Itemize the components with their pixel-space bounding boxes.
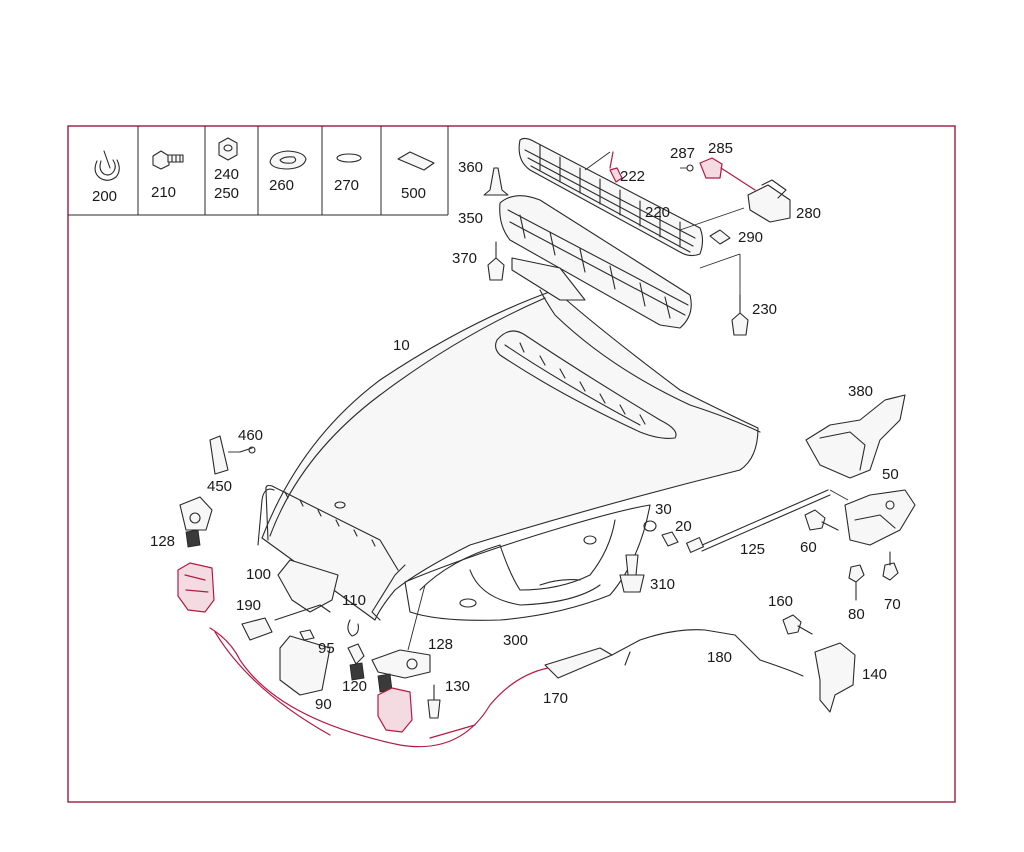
cable-180 xyxy=(611,629,804,677)
part-label: 450 xyxy=(207,478,232,495)
part-label: 310 xyxy=(650,576,675,593)
part-label: 30 xyxy=(655,501,672,518)
part-label: 460 xyxy=(238,427,263,444)
cowl-panel xyxy=(499,195,692,329)
leader-lines xyxy=(228,451,849,651)
pin-360 xyxy=(483,167,509,196)
latch-red-right xyxy=(377,687,413,733)
legend-label: 200 xyxy=(92,188,117,205)
part-label: 222 xyxy=(620,168,645,185)
hinge-280 xyxy=(747,184,791,223)
latch-red-left xyxy=(177,562,215,613)
part-label: 10 xyxy=(393,337,410,354)
part-label: 370 xyxy=(452,250,477,267)
legend-label: 210 xyxy=(151,184,176,201)
part-label: 120 xyxy=(342,678,367,695)
seal-clip xyxy=(609,167,623,183)
part-label: 380 xyxy=(848,383,873,400)
pad-icon xyxy=(397,151,435,171)
part-label: 50 xyxy=(882,466,899,483)
hinge-128-right xyxy=(371,649,431,679)
part-label: 100 xyxy=(246,566,271,583)
part-label: 190 xyxy=(236,597,261,614)
part-label: 60 xyxy=(800,539,817,556)
washer-icon xyxy=(336,153,362,163)
part-label: 95 xyxy=(318,640,335,657)
cable-housing xyxy=(544,647,613,679)
part-label: 70 xyxy=(884,596,901,613)
diagram-frame xyxy=(67,125,956,803)
hood-drawing xyxy=(177,137,916,748)
legend-label: 250 xyxy=(214,185,239,202)
part-label: 160 xyxy=(768,593,793,610)
part-label: 230 xyxy=(752,301,777,318)
hood-panel xyxy=(261,289,759,621)
part-label: 125 xyxy=(740,541,765,558)
hood-underside xyxy=(404,504,651,621)
part-label: 300 xyxy=(503,632,528,649)
bracket-285 xyxy=(699,157,723,179)
part-label: 90 xyxy=(315,696,332,713)
part-label: 130 xyxy=(445,678,470,695)
part-label: 290 xyxy=(738,229,763,246)
clip-icon xyxy=(94,150,120,181)
grommet-icon xyxy=(269,150,307,170)
gas-strut xyxy=(699,489,831,552)
part-label: 20 xyxy=(675,518,692,535)
legend-label: 240 xyxy=(214,166,239,183)
lock-50 xyxy=(844,489,916,546)
legend-label: 260 xyxy=(269,177,294,194)
part-label: 285 xyxy=(708,140,733,157)
cover-90 xyxy=(279,635,331,696)
part-label: 80 xyxy=(848,606,865,623)
legend-label: 270 xyxy=(334,177,359,194)
part-label: 128 xyxy=(428,636,453,653)
part-label: 360 xyxy=(458,159,483,176)
nut-icon xyxy=(218,137,238,161)
part-label: 220 xyxy=(645,204,670,221)
legend-label: 500 xyxy=(401,185,426,202)
release-handle xyxy=(814,642,856,713)
screw-icon xyxy=(152,150,184,170)
part-label: 170 xyxy=(543,690,568,707)
release-cable xyxy=(209,627,549,748)
legend-table: 200 210 240 250 260 270 500 xyxy=(68,126,449,216)
part-label: 140 xyxy=(862,666,887,683)
bracket-100 xyxy=(277,559,339,613)
part-labels: 360 222 287 285 280 220 350 290 370 230 … xyxy=(150,140,901,713)
part-label: 128 xyxy=(150,533,175,550)
part-label: 287 xyxy=(670,145,695,162)
part-label: 180 xyxy=(707,649,732,666)
part-label: 110 xyxy=(342,592,366,609)
part-label: 280 xyxy=(796,205,821,222)
part-label: 350 xyxy=(458,210,483,227)
hood-vent xyxy=(494,330,677,439)
